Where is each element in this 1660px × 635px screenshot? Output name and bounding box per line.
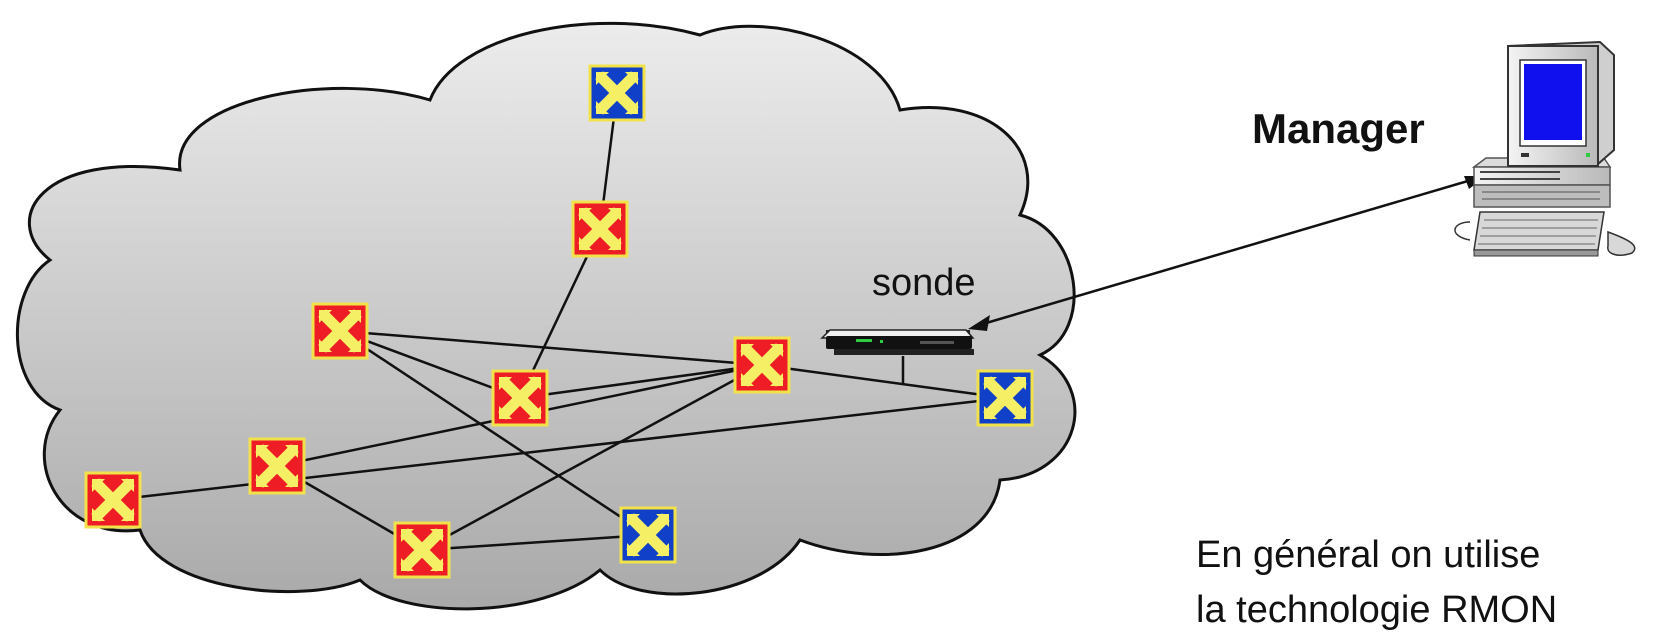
router-switch-icon [248,437,306,495]
arrowhead-to-probe [968,315,990,331]
network-link [339,329,521,400]
probe-label: sonde [872,262,976,304]
network-cloud [15,21,1077,611]
computer-workstation-icon [1454,40,1636,257]
router-switch-icon [976,369,1034,427]
note-line-2: la technologie RMON [1196,589,1557,631]
manager-label: Manager [1252,105,1425,152]
router-switch-icon [311,302,369,360]
router-switch-icon [571,200,629,258]
network-link [761,363,1006,400]
router-switch-icon [733,336,791,394]
network-link [519,363,763,400]
network-link [339,329,763,367]
note-line-1: En général on utilise [1196,534,1540,576]
management-link [975,176,1479,328]
router-switch-icon [84,471,142,529]
network-probe-icon [820,329,975,355]
router-switch-icon [393,521,451,579]
router-switch-icon [619,506,677,564]
network-links [112,92,1006,552]
network-link [339,329,649,537]
routers [84,64,1034,579]
router-switch-icon [588,64,646,122]
router-switch-icon [491,369,549,427]
network-link [421,363,763,552]
network-link [421,533,649,552]
